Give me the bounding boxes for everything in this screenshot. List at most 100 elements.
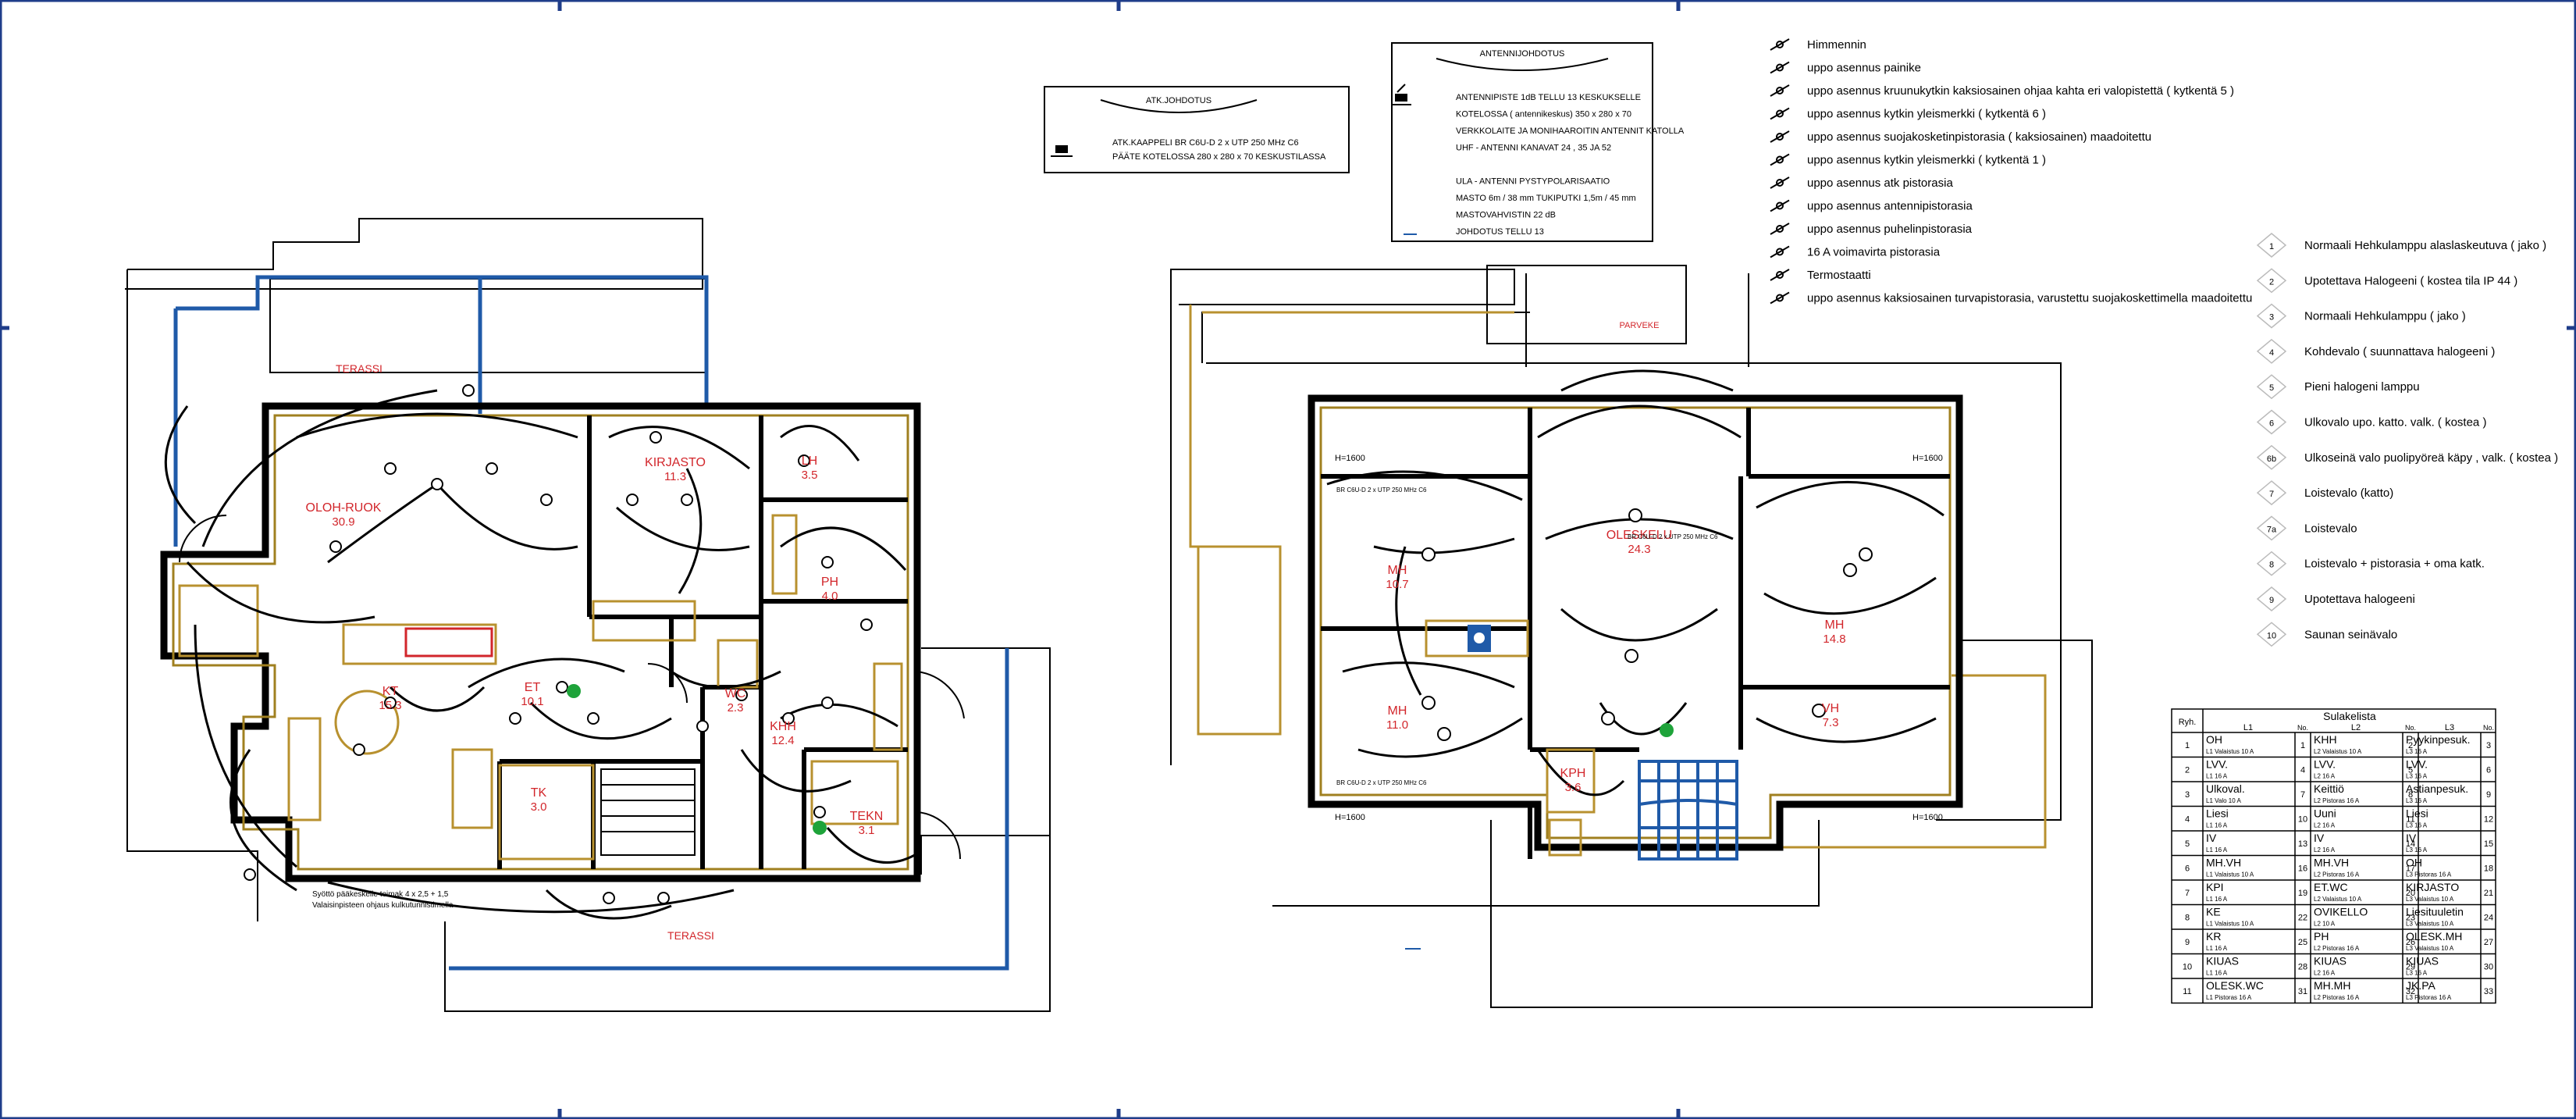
fuse-circuit-rating: L1 16 A [2206,846,2228,854]
lamp-code: 10 [2267,631,2276,640]
fuse-group-number: 6 [2185,864,2190,874]
room-label: PH4.0 [821,576,838,603]
power-socket-16a-icon [1770,245,1790,258]
symbol-legend-text: uppo asennus atk pistorasia [1807,176,1953,190]
fuse-circuit-name: OVIKELLO [2314,906,2368,918]
fuse-circuit-rating: L1 Valo 10 A [2206,797,2241,804]
fuse-circuit-rating: L1 Pistoras 16 A [2206,994,2252,1001]
fuse-number: 11 [2406,815,2414,825]
fuse-circuit-name: OLESK.MH [2406,930,2462,943]
lamp-legend-text: Normaali Hehkulamppu ( jako ) [2304,310,2466,323]
h-mark-1: H=1600 [1335,454,1365,463]
fuse-circuit-name: KPI [2206,881,2224,893]
lamp-code: 4 [2269,348,2274,358]
symbol-legend-text: uppo asennus suojakosketinpistorasia ( k… [1807,130,2151,144]
fuse-number: 30 [2484,963,2493,972]
room-name: KIRJASTO [645,456,706,469]
antenna-line: JOHDOTUS TELLU 13 [1456,227,1544,237]
h-mark-3: H=1600 [1335,813,1365,822]
antenna-socket-icon [1391,84,1411,105]
room-name: KT [382,685,399,698]
fuse-circuit-name: Astianpesuk. [2406,782,2468,795]
ground-floor-plan: TERASSI TERASSI OLOH-RUOK30.9KIRJASTO11.… [125,218,1051,1012]
dimmer-icon [1770,38,1790,51]
lamp-code-badge: 8 [2256,551,2287,576]
antenna-line: UHF - ANTENNI KANAVAT 24 , 35 JA 52 [1456,144,1611,153]
fuse-number: 32 [2406,987,2415,996]
symbol-legend-text: uppo asennus puhelinpistorasia [1807,223,1973,236]
fuse-circuit-rating: L3 16 A [2406,748,2428,755]
fuse-circuit-name: KIUAS [2206,955,2239,968]
room-name: MH [1388,564,1407,577]
fuse-circuit-name: Keittiö [2314,782,2344,795]
fuse-header-no: No. [2483,724,2494,732]
lamp-code: 6 [2269,419,2274,429]
data-socket-icon [1051,145,1073,157]
symbol-legend-text: Himmennin [1807,38,1866,52]
lamp-code: 6b [2267,454,2276,464]
atk-cabling-box: ATK.JOHDOTUS ATK.KAAPPELI BR C6U-D 2 x U… [1044,86,1350,173]
fuse-circuit-name: OLESK.WC [2206,979,2264,992]
fuse-number: 6 [2486,766,2491,775]
staircase-icon [1638,760,1738,861]
fuse-circuit-rating: L1 16 A [2206,822,2228,829]
fuse-circuit-name: MH.VH [2206,857,2241,869]
h-mark-2: H=1600 [1912,454,1943,463]
lamp-code-badge: 7 [2256,480,2287,506]
plant-icon [567,684,581,698]
room-name: TK [531,786,547,800]
lamp-code: 5 [2269,383,2274,393]
ground-floor-exterior-walls [160,402,921,882]
fuse-circuit-name: KIUAS [2314,955,2347,968]
antenna-line: MASTOVAHVISTIN 22 dB [1456,211,1556,220]
thermostat-icon [1770,269,1790,281]
room-name: MH [1825,618,1845,632]
fuse-number: 12 [2484,815,2493,825]
lamp-code-badge: 3 [2256,303,2287,329]
fuse-circuit-name: KIRJASTO [2406,881,2459,893]
antenna-title: ANTENNIJOHDOTUS [1480,49,1565,59]
lamp-code: 1 [2269,242,2274,251]
symbol-legend-text: Termostaatti [1807,269,1871,282]
room-area: 3.0 [531,800,547,814]
lamp-code-badge: 2 [2256,268,2287,294]
fuse-number: 13 [2298,839,2307,849]
fuse-header-phase: L3 [2445,723,2454,732]
fuse-circuit-name: OH [2406,857,2422,869]
fuse-circuit-rating: L2 Pistoras 16 A [2314,797,2360,804]
room-area: 10.1 [521,695,543,708]
room-name: TEKN [850,810,884,823]
fuse-number: 5 [2408,766,2413,775]
cable-note-2: Valaisinpisteen ohjaus kulkutunnistimell… [312,901,454,910]
fuse-circuit-name: IV [2406,832,2417,844]
fuse-circuit-rating: L2 16 A [2314,822,2336,829]
fuse-header-group: Ryh. [2179,718,2197,727]
fuse-number: 26 [2406,938,2415,947]
fuse-number: 14 [2406,839,2415,849]
room-area: 4.0 [822,590,838,603]
h-mark-4: H=1600 [1912,813,1943,822]
fuse-circuit-rating: L1 16 A [2206,896,2228,903]
lamp-code-badge: 10 [2256,622,2287,647]
fuse-number: 8 [2408,790,2413,800]
terrace-top-label: TERASSI [336,362,382,375]
lamp-code: 3 [2269,313,2274,323]
fuse-group-number: 3 [2185,790,2190,800]
room-area: 10.7 [1386,578,1408,591]
fuse-header-no: No. [2405,724,2416,732]
fuse-group-number: 11 [2183,987,2191,996]
fuse-circuit-rating: L1 16 A [2206,970,2228,977]
